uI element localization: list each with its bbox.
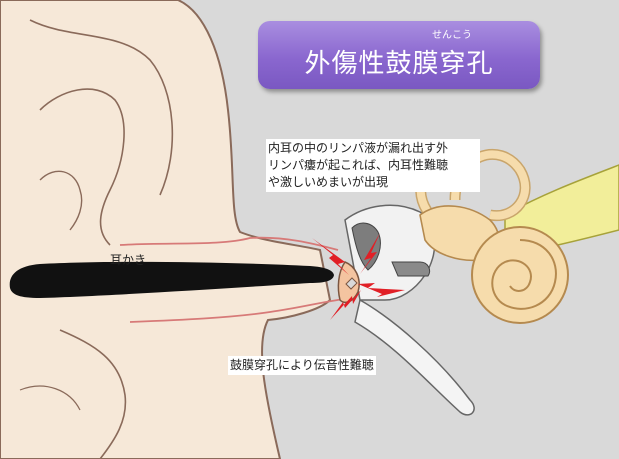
inner-ear-note: 内耳の中のリンパ液が漏れ出す外 リンパ瘻が起これば、内耳性難聴 や激しいめまいが… bbox=[266, 139, 480, 192]
eardrum-note: 鼓膜穿孔により伝音性難聴 bbox=[228, 356, 376, 375]
inner-ear-note-line-3: や激しいめまいが出現 bbox=[268, 174, 478, 191]
ear-pick-label: 耳かき bbox=[110, 252, 146, 269]
stapes bbox=[392, 262, 430, 276]
cochlea bbox=[472, 227, 568, 323]
page-title: 外傷性鼓膜穿孔 bbox=[258, 43, 540, 80]
inner-ear-note-line-1: 内耳の中のリンパ液が漏れ出す外 bbox=[268, 140, 478, 157]
title-banner: せんこう 外傷性鼓膜穿孔 bbox=[258, 21, 540, 89]
inner-ear-note-line-2: リンパ瘻が起これば、内耳性難聴 bbox=[268, 157, 478, 174]
title-ruby: せんこう bbox=[432, 26, 472, 41]
